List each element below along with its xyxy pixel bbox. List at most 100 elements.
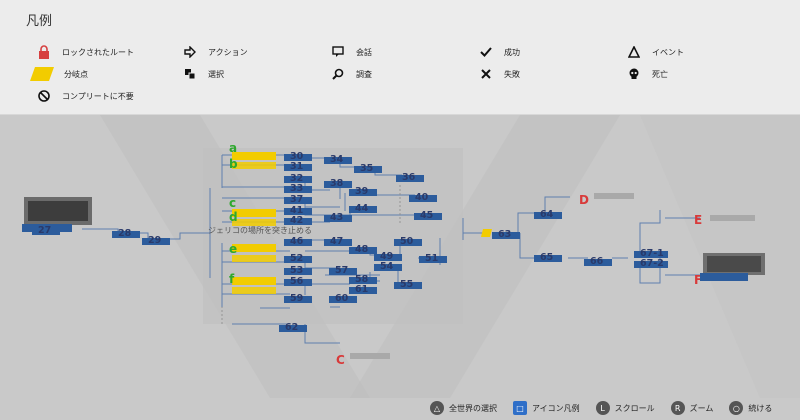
node-label-67-1[interactable]: 67-1 (640, 248, 664, 259)
node-bar-34[interactable] (324, 157, 352, 164)
node-label-53[interactable]: 53 (290, 265, 303, 276)
node-bar-56[interactable] (284, 279, 312, 286)
node-label-63[interactable]: 63 (498, 229, 511, 240)
node-label-64[interactable]: 64 (540, 209, 554, 220)
node-label-57[interactable]: 57 (335, 265, 348, 276)
node-bar-48[interactable] (349, 247, 377, 254)
node-label-37[interactable]: 37 (290, 194, 303, 205)
node-bar-55[interactable] (394, 282, 422, 289)
node-bar-28[interactable] (112, 231, 140, 238)
node-label-40[interactable]: 40 (415, 192, 429, 203)
node-bar-27[interactable] (32, 228, 60, 235)
node-label-45[interactable]: 45 (420, 210, 433, 221)
node-bar-42[interactable] (284, 218, 312, 225)
node-label-27[interactable]: 27 (38, 225, 51, 236)
node-bar-60[interactable] (329, 296, 357, 303)
node-bar-63[interactable] (492, 232, 520, 239)
node-bar-37[interactable] (284, 197, 312, 204)
legend-item-action: アクション (182, 44, 248, 60)
node-bar-30[interactable] (284, 154, 312, 161)
death-skull-icon (626, 66, 642, 82)
node-label-28[interactable]: 28 (118, 228, 132, 239)
node-label-52[interactable]: 52 (290, 253, 303, 264)
ending-d[interactable]: D (579, 193, 589, 207)
node-bar-64[interactable] (534, 212, 562, 219)
control-zoom[interactable]: R ズーム (670, 401, 713, 415)
node-bar-51[interactable] (419, 256, 447, 263)
node-bar-39[interactable] (349, 189, 377, 196)
node-bar-33[interactable] (284, 186, 312, 193)
node-bar-52[interactable] (284, 256, 312, 263)
node-bar-58[interactable] (349, 277, 377, 284)
node-label-32[interactable]: 32 (290, 173, 303, 184)
node-bar-35[interactable] (354, 166, 382, 173)
node-label-47[interactable]: 47 (330, 236, 343, 247)
node-label-65[interactable]: 65 (540, 252, 553, 263)
node-label-55[interactable]: 55 (400, 279, 413, 290)
node-bar-61[interactable] (349, 287, 377, 294)
node-label-67-2[interactable]: 67-2 (640, 258, 664, 269)
node-bar-43[interactable] (324, 215, 352, 222)
control-continue[interactable]: ○ 続ける (729, 401, 772, 415)
node-bar-59[interactable] (284, 296, 312, 303)
node-label-49[interactable]: 49 (380, 251, 393, 262)
node-bar-49[interactable] (374, 254, 402, 261)
section-letter-a: a (229, 141, 237, 155)
ending-f-thumbnail[interactable] (700, 253, 765, 281)
node-label-34[interactable]: 34 (330, 154, 344, 165)
node-label-50[interactable]: 50 (400, 236, 414, 247)
node-bar-67-2[interactable] (634, 261, 668, 268)
node-bar-44[interactable] (349, 206, 377, 213)
node-bar-40[interactable] (409, 195, 437, 202)
node-bar-41[interactable] (284, 208, 312, 215)
control-scroll[interactable]: L スクロール (595, 401, 655, 415)
node-label-59[interactable]: 59 (290, 293, 303, 304)
node-label-48[interactable]: 48 (355, 244, 369, 255)
node-bar-38[interactable] (324, 181, 352, 188)
node-label-41[interactable]: 41 (290, 205, 303, 216)
ending-e[interactable]: E (694, 213, 702, 227)
node-bar-32[interactable] (284, 176, 312, 183)
control-select-world[interactable]: △ 全世界の選択 (430, 401, 497, 415)
node-bar-66[interactable] (584, 259, 612, 266)
node-label-61[interactable]: 61 (355, 284, 368, 295)
node-label-51[interactable]: 51 (425, 253, 438, 264)
node-label-62[interactable]: 62 (285, 322, 298, 333)
node-bar-57[interactable] (329, 268, 357, 275)
node-bar-67-1[interactable] (634, 251, 668, 258)
ending-c[interactable]: C (336, 353, 345, 367)
node-label-46[interactable]: 46 (290, 236, 304, 247)
node-label-35[interactable]: 35 (360, 163, 373, 174)
node-bar-29[interactable] (142, 238, 170, 245)
node-bar-53[interactable] (284, 268, 312, 275)
node-label-33[interactable]: 33 (290, 183, 303, 194)
node-bar-65[interactable] (534, 255, 562, 262)
node-bar-36[interactable] (396, 175, 424, 182)
control-icon-legend[interactable]: □ アイコン凡例 (513, 401, 580, 415)
node-bar-47[interactable] (324, 239, 352, 246)
node-label-60[interactable]: 60 (335, 293, 349, 304)
node-bar-31[interactable] (284, 164, 312, 171)
node-label-44[interactable]: 44 (355, 203, 369, 214)
node-label-42[interactable]: 42 (290, 215, 303, 226)
node-bar-54[interactable] (374, 264, 402, 271)
node-label-39[interactable]: 39 (355, 186, 368, 197)
node-bar-46[interactable] (284, 239, 312, 246)
node-label-30[interactable]: 30 (290, 151, 304, 162)
node-bar-62[interactable] (279, 325, 307, 332)
node-label-31[interactable]: 31 (290, 161, 303, 172)
node-label-38[interactable]: 38 (330, 178, 344, 189)
node-label-58[interactable]: 58 (355, 274, 369, 285)
node-label-54[interactable]: 54 (380, 261, 394, 272)
node-label-43[interactable]: 43 (330, 212, 343, 223)
node-label-29[interactable]: 29 (148, 235, 161, 246)
node-label-66[interactable]: 66 (590, 256, 604, 267)
start-chapter-thumbnail[interactable] (22, 197, 92, 232)
node-label-56[interactable]: 56 (290, 276, 304, 287)
node-label-36[interactable]: 36 (402, 172, 416, 183)
controls-bar: △ 全世界の選択 □ アイコン凡例 L スクロール R ズーム ○ 続ける (430, 398, 788, 418)
node-bar-50[interactable] (394, 239, 422, 246)
ending-f[interactable]: F (694, 273, 702, 287)
node-bar-45[interactable] (414, 213, 442, 220)
